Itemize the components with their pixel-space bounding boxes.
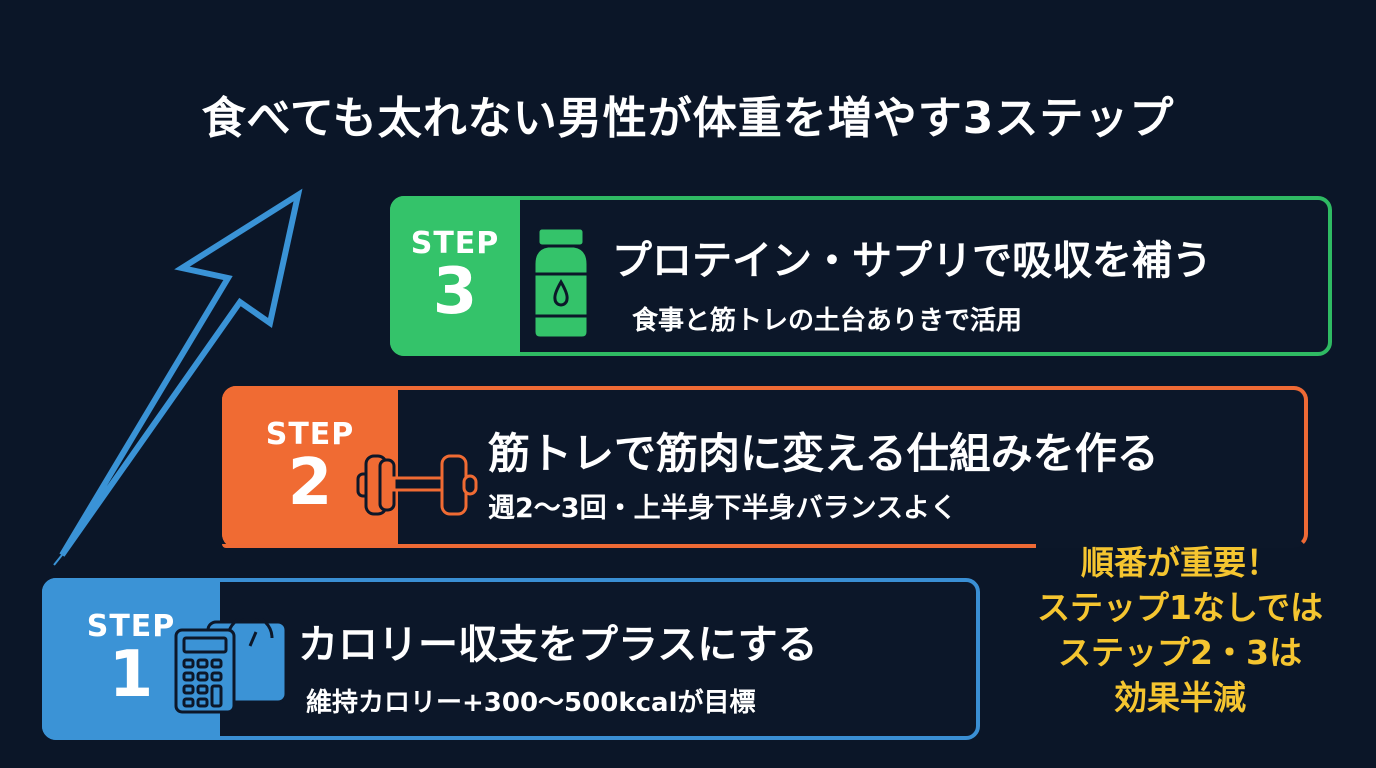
supplement-bottle-icon bbox=[532, 226, 590, 340]
order-importance-note: 順番が重要！ ステップ1なしでは ステップ2・3は 効果半減 bbox=[990, 540, 1370, 720]
step-label: STEP bbox=[410, 226, 500, 261]
step-1-subtitle: 維持カロリー+300〜500kcalが目標 bbox=[306, 688, 756, 718]
note-line: ステップ1なしでは bbox=[1037, 588, 1323, 627]
step-1-card: STEP 1 カロリー収支をプラスにする 維持カロリー+300〜500kcalが… bbox=[42, 578, 980, 740]
barbell-icon bbox=[356, 454, 478, 516]
step-number: 1 bbox=[108, 638, 154, 712]
step-2-card: STEP 2 筋トレで筋肉に変える仕組みを作る 週2〜3回・上半身下半身バランス… bbox=[222, 386, 1308, 548]
step-number: 2 bbox=[287, 446, 333, 520]
calculator-scale-icon bbox=[174, 618, 288, 714]
step-label: STEP bbox=[265, 417, 355, 452]
step-label: STEP bbox=[86, 609, 176, 644]
step-3-card: STEP 3 プロテイン・サプリで吸収を補う 食事と筋トレの土台ありきで活用 bbox=[390, 196, 1332, 356]
step-2-bottom-border bbox=[222, 544, 1036, 548]
step-2-title: 筋トレで筋肉に変える仕組みを作る bbox=[488, 429, 1159, 478]
note-line: ステップ2・3は bbox=[1058, 633, 1302, 672]
step-2-subtitle: 週2〜3回・上半身下半身バランスよく bbox=[488, 493, 958, 524]
step-3-title: プロテイン・サプリで吸収を補う bbox=[612, 238, 1212, 284]
note-line: 効果半減 bbox=[1114, 678, 1246, 717]
note-line: 順番が重要！ bbox=[1081, 543, 1279, 582]
step-3-subtitle: 食事と筋トレの土台ありきで活用 bbox=[632, 306, 1023, 336]
page-title: 食べても太れない男性が体重を増やす3ステップ bbox=[201, 93, 1175, 144]
step-3-badge: STEP 3 bbox=[390, 196, 520, 356]
step-number: 3 bbox=[432, 255, 478, 329]
upward-arrow-icon bbox=[53, 188, 303, 566]
step-1-title: カロリー収支をプラスにする bbox=[298, 622, 818, 668]
step-2-badge: STEP 2 bbox=[222, 386, 398, 548]
